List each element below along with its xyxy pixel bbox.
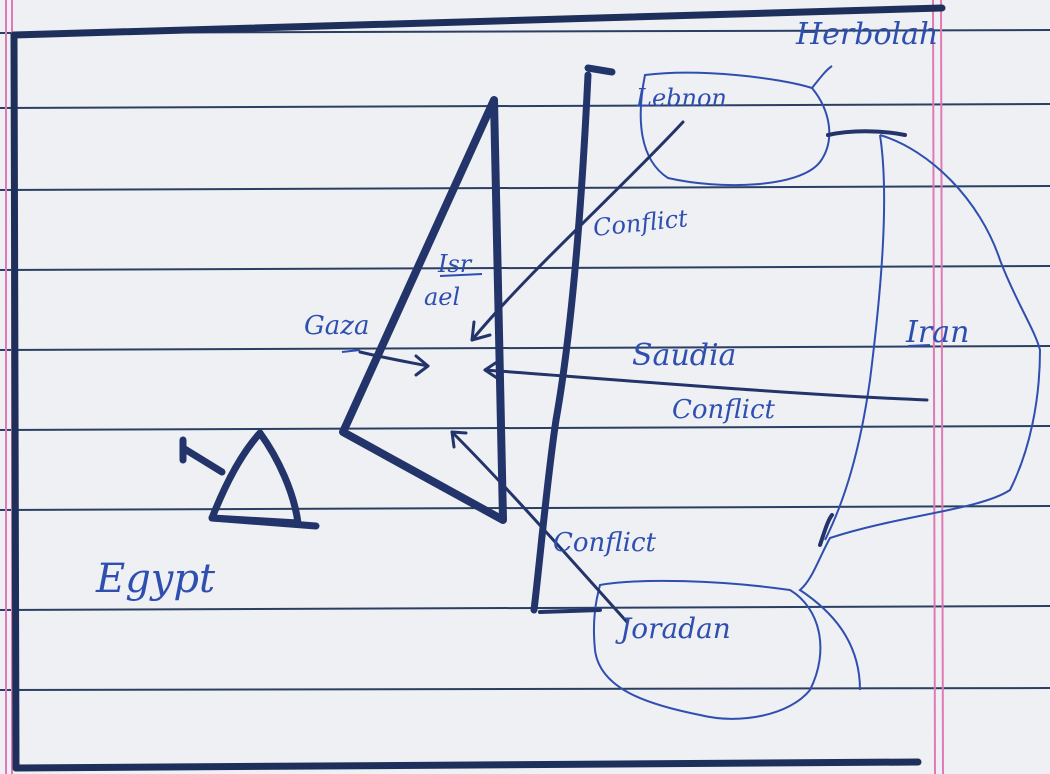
label-conflict-saudia: Conflict	[672, 395, 776, 425]
label-israel-line2: ael	[424, 283, 460, 311]
label-herbolah: Herbolah	[795, 17, 938, 52]
label-egypt: Egypt	[95, 556, 216, 602]
label-conflict-jordan: Conflict	[553, 528, 657, 558]
label-jordan: Joradan	[615, 612, 731, 645]
label-saudia: Saudia	[632, 338, 736, 373]
label-gaza: Gaza	[304, 311, 369, 341]
label-lebnon: Lebnon	[635, 84, 727, 112]
